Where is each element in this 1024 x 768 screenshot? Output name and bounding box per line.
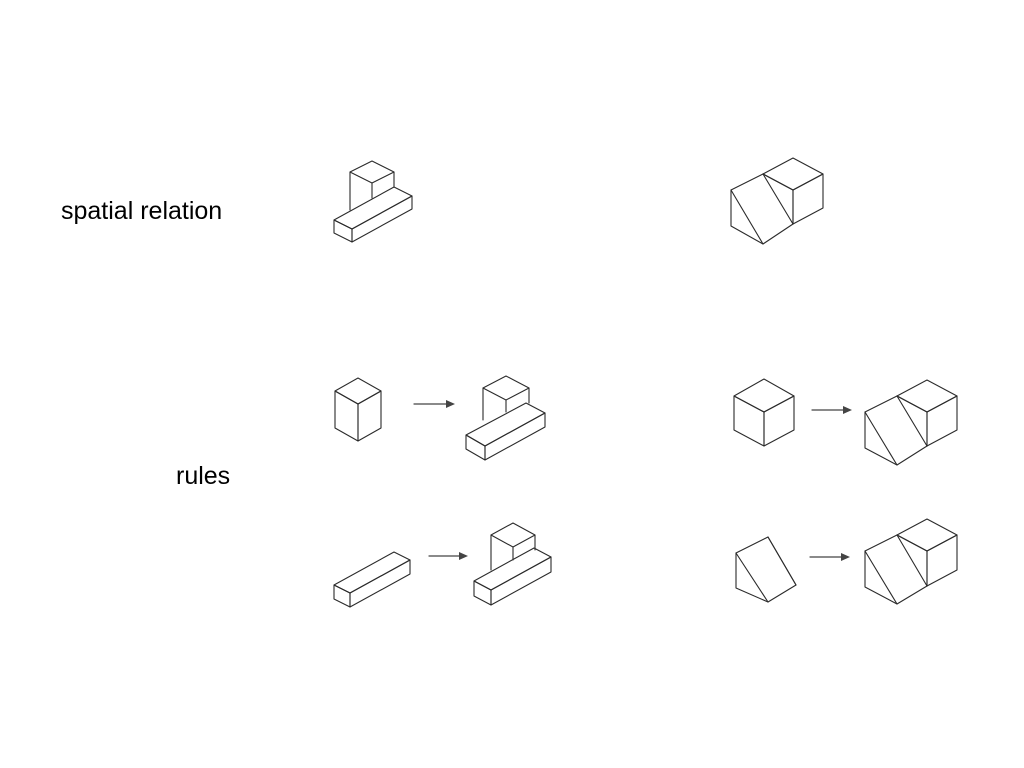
spatial-relation-label: spatial relation <box>61 197 223 225</box>
rule-2-result-figure <box>473 522 552 606</box>
right-arrow-icon <box>446 400 455 408</box>
rule-2-long-bar-figure <box>333 551 411 608</box>
right-arrow-icon <box>459 552 468 560</box>
right-arrow-icon <box>841 553 850 561</box>
rules-label: rules <box>176 462 231 490</box>
rule-3-result-figure <box>864 379 958 466</box>
rule-4-prism-figure <box>735 536 797 603</box>
rule-1-arrow <box>413 400 455 408</box>
rule-1-upright-block-figure <box>334 377 382 442</box>
spatial-relation-cube-wedge-figure <box>730 157 824 245</box>
rule-3-cube-figure <box>733 378 795 447</box>
spatial-relation-blocks-figure <box>333 160 413 243</box>
rule-4-arrow <box>809 553 850 561</box>
rule-1-result-figure <box>465 375 546 461</box>
rule-4-result-figure <box>864 518 958 605</box>
rule-2-arrow <box>428 552 468 560</box>
right-arrow-icon <box>843 406 852 414</box>
rule-3-arrow <box>811 406 852 414</box>
